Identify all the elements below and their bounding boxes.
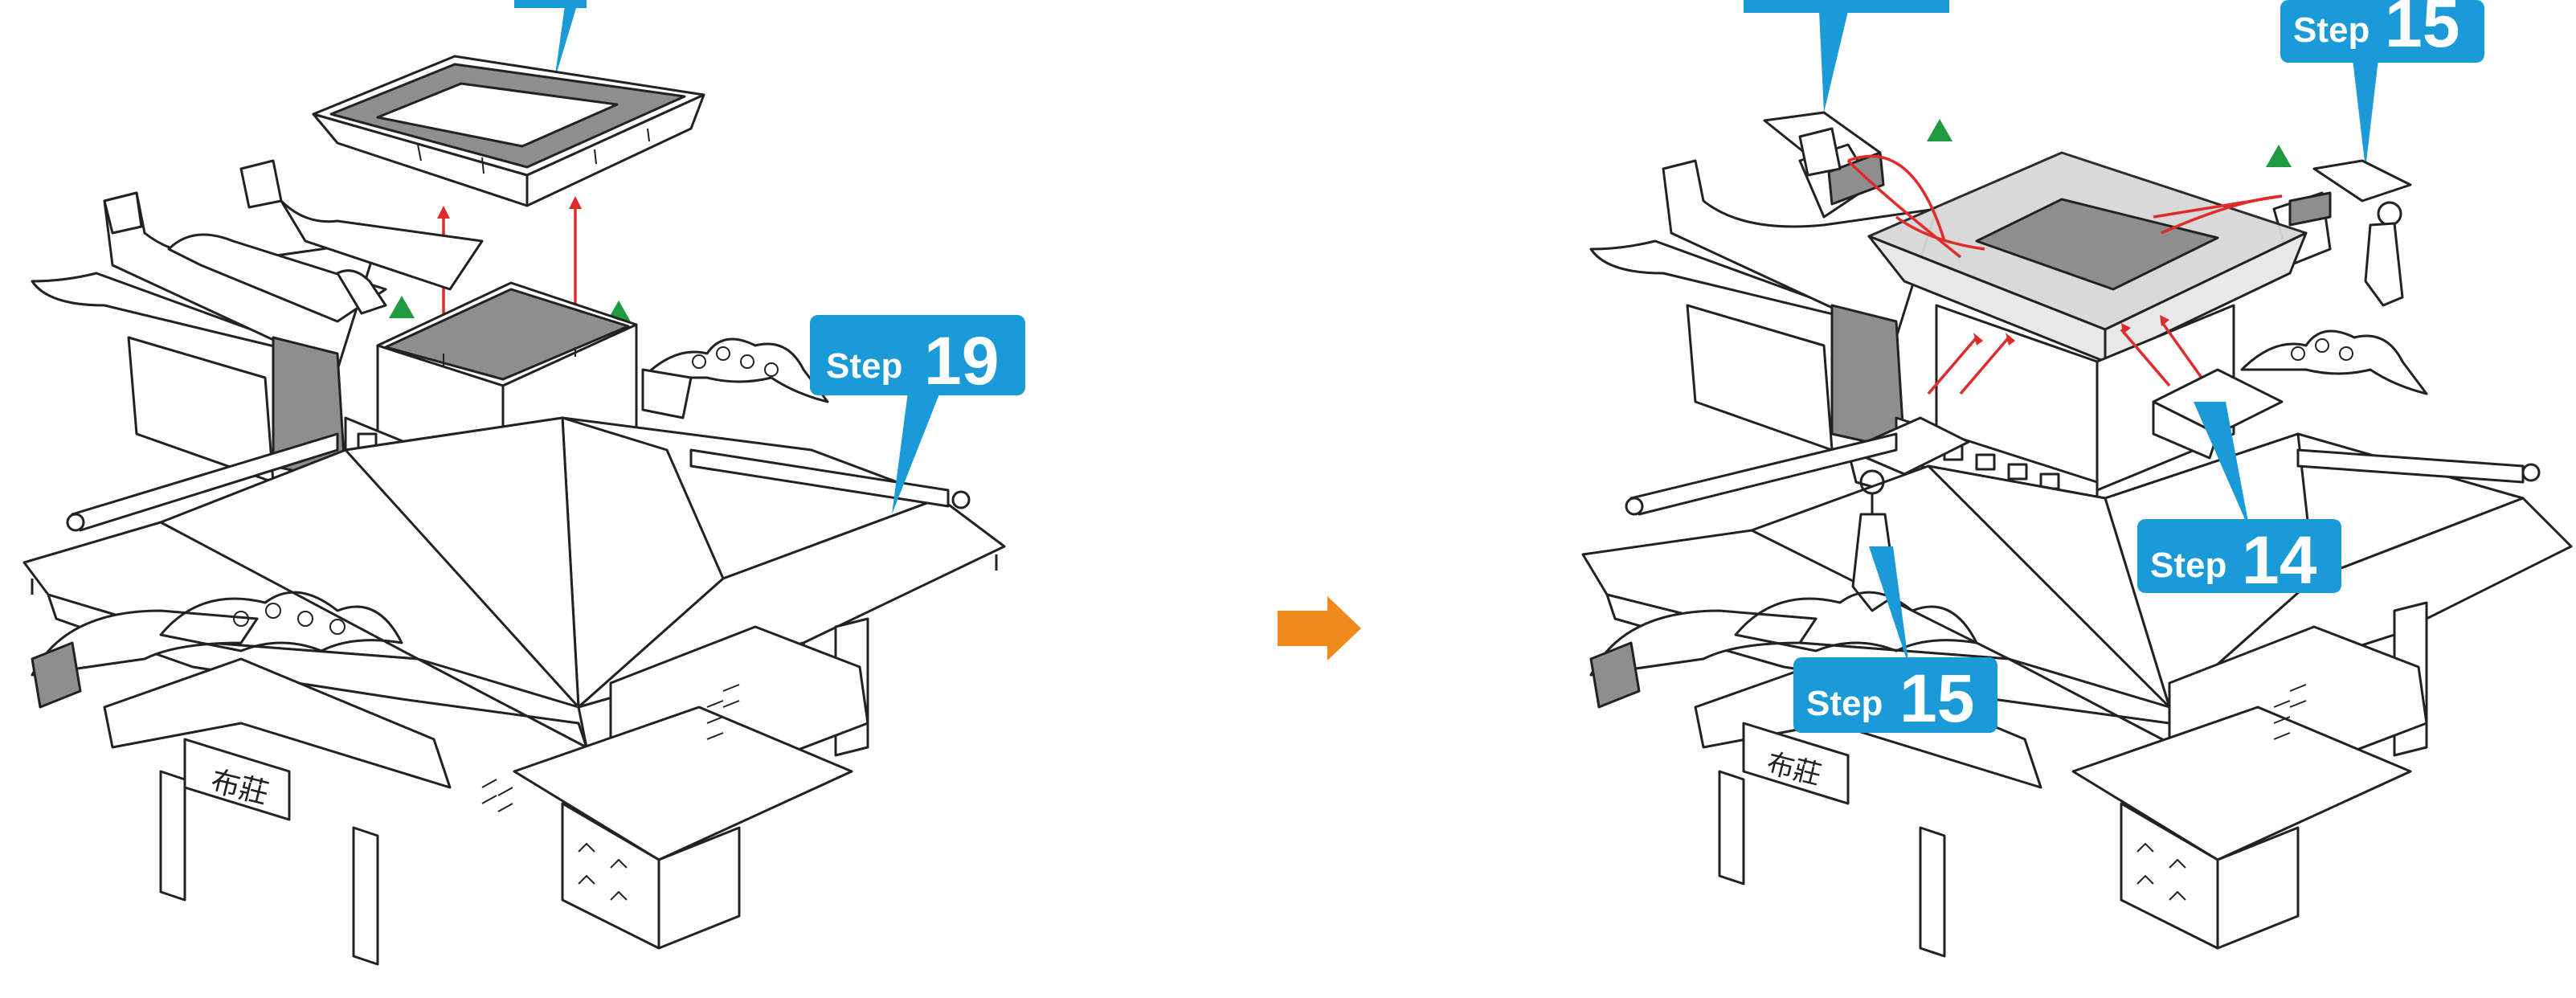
- right-arrow-icon: [1278, 596, 1361, 661]
- step14-word: Step: [2150, 546, 2226, 585]
- left-assembly: 布莊 Step 19: [24, 0, 1025, 964]
- right-ridge-ornament: [2242, 331, 2427, 394]
- step15-number: 15: [1899, 661, 1974, 736]
- right-green-marker-1: [1927, 119, 1952, 141]
- right-top-step-number: 15: [2385, 0, 2459, 61]
- right-top-step-word: Step: [2293, 10, 2370, 50]
- right-back-roofs: [1591, 129, 1936, 450]
- step15-word: Step: [1806, 684, 1883, 723]
- left-floating-tray: [313, 56, 704, 206]
- right-assembly: Step 15: [1583, 0, 2571, 956]
- left-ridge-ornament: [643, 339, 828, 418]
- step19-word: Step: [826, 346, 902, 386]
- left-green-marker-1: [389, 296, 415, 318]
- right-top-right-callout: Step 15: [2280, 0, 2484, 169]
- step14-number: 14: [2242, 522, 2317, 598]
- right-green-marker-2: [2266, 145, 2292, 167]
- step19-number: 19: [924, 323, 999, 399]
- right-top-left-callout: [1744, 0, 1949, 112]
